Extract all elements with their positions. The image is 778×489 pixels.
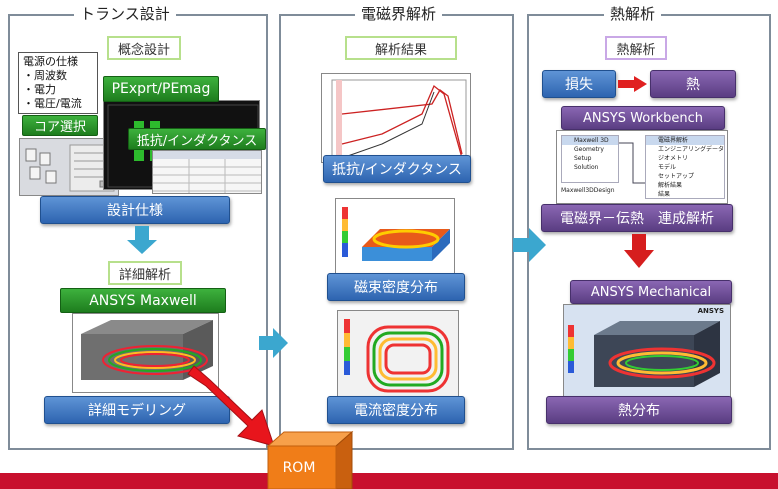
spec-item-power: ・電力 (23, 83, 56, 96)
wb-row2: 電磁界解析 (646, 136, 724, 145)
spec-item-frequency: ・周波数 (23, 69, 67, 82)
rom-label: ROM (282, 460, 316, 476)
bottom-red-bar (0, 473, 778, 489)
current-density-screenshot (337, 310, 459, 398)
thermal-distribution-graphic (568, 321, 720, 387)
ansys-maxwell-button[interactable]: ANSYS Maxwell (60, 288, 226, 313)
rom-arrow-icon (187, 365, 275, 447)
power-spec-box: 電源の仕様 ・周波数 ・電力 ・電圧/電流 (18, 52, 98, 114)
wb-row2: エンジニアリングデータ (658, 146, 725, 153)
detail-modeling-button[interactable]: 詳細モデリング (44, 396, 230, 424)
down-arrow-icon (127, 226, 157, 254)
thermal-distribution-screenshot: ANSYS (563, 304, 731, 398)
core-select-button[interactable]: コア選択 (22, 115, 98, 136)
current-density-button[interactable]: 電流密度分布 (327, 396, 465, 424)
concept-design-label: 概念設計 (107, 36, 181, 60)
em-resistance-inductance-button[interactable]: 抵抗/インダクタンス (323, 155, 471, 183)
detail-analysis-label: 詳細解析 (108, 261, 182, 285)
wb-row2: 解析結果 (658, 182, 683, 189)
ansys-mechanical-button[interactable]: ANSYS Mechanical (570, 280, 732, 304)
analysis-result-label: 解析結果 (345, 36, 457, 60)
thermal-analysis-label: 熱解析 (605, 36, 667, 60)
current-density-graphic (344, 319, 450, 393)
wb-link-line (619, 142, 645, 184)
resistance-table-screenshot (152, 150, 262, 194)
design-spec-button[interactable]: 設計仕様 (40, 196, 230, 224)
workbench-screenshot: Maxwell 3D Geometry Setup Solution Maxwe… (556, 130, 728, 204)
ansys-logo: ANSYS (697, 307, 724, 315)
ansys-workbench-button[interactable]: ANSYS Workbench (561, 106, 725, 130)
wb-row2: ジオメトリ (658, 155, 689, 162)
flux-density-button[interactable]: 磁束密度分布 (327, 273, 465, 301)
wb-block-1: Maxwell 3D Geometry Setup Solution (561, 135, 619, 183)
wb-row: Geometry (574, 146, 604, 153)
pexprt-pemag-button[interactable]: PExprt/PEmag (103, 76, 219, 102)
right-arrow-icon-1 (259, 328, 288, 358)
heat-button[interactable]: 熱 (650, 70, 736, 98)
wb-row: Maxwell 3D (562, 136, 618, 145)
wb-row2: モデル (658, 164, 677, 171)
flux-density-graphic (342, 207, 450, 261)
resistance-inductance-button[interactable]: 抵抗/インダクタンス (128, 128, 266, 150)
spec-title: 電源の仕様 (23, 55, 78, 68)
wb-row: Solution (574, 164, 599, 171)
flux-density-screenshot (335, 198, 455, 278)
rom-cube-icon (266, 430, 354, 489)
wb-row2: セットアップ (658, 173, 695, 180)
maxwell-coil-graphic (81, 320, 213, 380)
right-arrow-icon-2 (513, 228, 546, 262)
down-red-arrow-icon (624, 234, 654, 268)
wb-row2: 結果 (658, 191, 671, 198)
wb-design-name: Maxwell3DDesign (561, 187, 615, 194)
spec-item-voltage-current: ・電圧/電流 (23, 97, 82, 110)
inductance-chart-graphic (331, 79, 467, 159)
transformer-design-title: トランス設計 (74, 5, 176, 23)
thermal-distribution-button[interactable]: 熱分布 (546, 396, 732, 424)
em-thermal-coupled-button[interactable]: 電磁界－伝熱 連成解析 (541, 204, 733, 232)
wb-block-2: 電磁界解析 エンジニアリングデータ ジオメトリ モデル セットアップ 解析結果 … (645, 135, 725, 199)
loss-button[interactable]: 損失 (542, 70, 616, 98)
loss-to-heat-arrow-icon (618, 76, 647, 92)
maxwell-model-screenshot (72, 313, 219, 393)
wb-row: Setup (574, 155, 592, 162)
thermal-analysis-title: 熱解析 (604, 5, 662, 23)
em-analysis-title: 電磁界解析 (355, 5, 443, 23)
resistance-table-graphic (153, 151, 261, 193)
inductance-chart-screenshot (321, 73, 471, 163)
